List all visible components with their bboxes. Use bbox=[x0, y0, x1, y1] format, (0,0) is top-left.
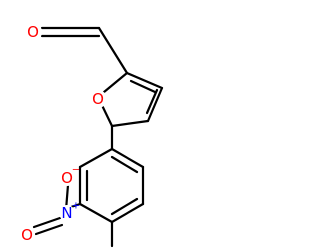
atom-nitro-oxygen-top: O bbox=[61, 169, 73, 187]
bond-c3-c2 bbox=[125, 71, 164, 90]
bond-ph-c6-c1 bbox=[110, 147, 145, 169]
atom-furan-oxygen: O bbox=[92, 90, 104, 108]
charge-oxygen-minus: − bbox=[72, 165, 80, 176]
bond-cho-c2 bbox=[97, 26, 129, 75]
bond-c4-c3 bbox=[146, 86, 164, 123]
bond-c4-c3-inner bbox=[145, 88, 159, 115]
bond-ph-c4-c5-inner bbox=[110, 197, 139, 216]
bond-nitro-o-bottom-1 bbox=[32, 216, 62, 229]
bond-c5-c4 bbox=[110, 119, 150, 128]
bond-nitro-o-bottom-2 bbox=[34, 223, 64, 236]
molecule-structure: O O N + O − O bbox=[19, 23, 164, 248]
atom-nitro-oxygen-bottom: O bbox=[21, 226, 33, 244]
charge-nitrogen-plus: + bbox=[72, 201, 80, 212]
bond-layer bbox=[32, 26, 164, 248]
bond-ph-c6-c1-inner bbox=[110, 155, 139, 174]
bond-ph-c1-c2 bbox=[78, 147, 114, 169]
bond-ph-c3-c4 bbox=[78, 202, 114, 224]
atom-nitro-nitrogen: N bbox=[61, 204, 72, 222]
atom-layer: O O N + O − O bbox=[19, 23, 107, 244]
bond-c3-c2-inner bbox=[129, 79, 157, 94]
atom-aldehyde-oxygen: O bbox=[27, 23, 39, 41]
bond-ph-c4-c5 bbox=[110, 202, 145, 224]
